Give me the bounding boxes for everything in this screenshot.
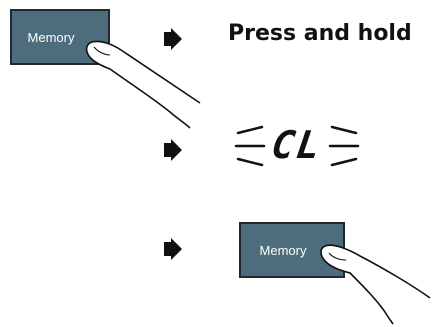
memory-button-step1[interactable]: Memory bbox=[10, 9, 110, 65]
memory-button-label: Memory bbox=[27, 29, 75, 45]
arrow-right-icon bbox=[164, 238, 182, 260]
memory-button-label: Memory bbox=[259, 242, 307, 258]
instruction-text: Press and hold bbox=[228, 21, 412, 46]
arrow-right-icon bbox=[164, 28, 182, 50]
arrow-right-icon bbox=[164, 139, 182, 161]
